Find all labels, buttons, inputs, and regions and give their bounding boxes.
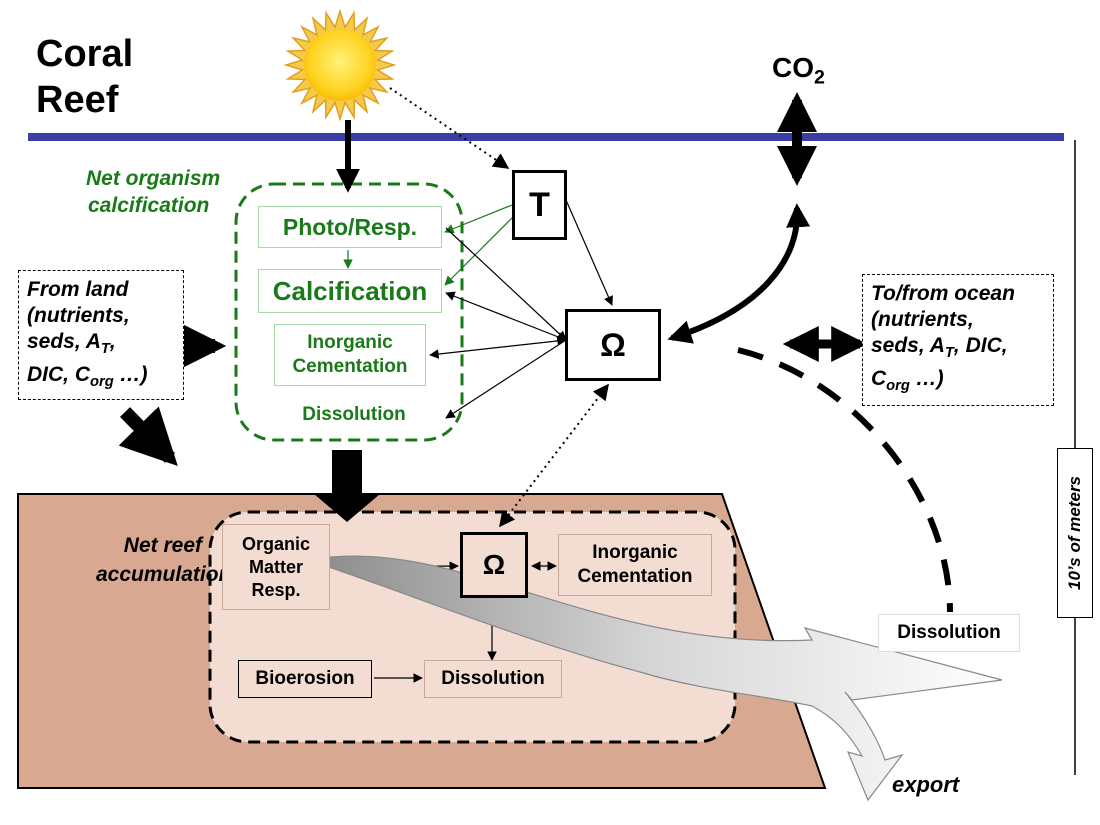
scale-bar-box: 10’s of meters <box>1057 448 1093 618</box>
omega-cementation-arrow <box>429 336 567 359</box>
omega-co2-curve-arrow <box>667 203 811 344</box>
temperature-box: T <box>512 170 567 240</box>
organic-matter-resp-box: Organic Matter Resp. <box>222 524 330 610</box>
t-to-photo-arrow <box>444 204 513 234</box>
co2-label: CO2 <box>772 52 825 89</box>
from-land-box: From land (nutrients, seds, AT, DIC, Cor… <box>18 270 184 400</box>
title-line-1: Coral <box>36 33 134 75</box>
omega-photo-arrow <box>445 227 567 341</box>
outer-dissolution-box: Dissolution <box>878 614 1020 652</box>
net-organism-calcification-region <box>234 182 464 442</box>
photo-resp-box: Photo/Resp. <box>258 206 442 248</box>
scale-label: 10’s of meters <box>1065 475 1084 591</box>
export-arrow <box>307 555 1003 802</box>
to-from-ocean-box: To/from ocean (nutrients, seds, AT, DIC,… <box>862 274 1054 406</box>
organism-inorganic-cementation-box: Inorganic Cementation <box>274 324 426 386</box>
omega-dissolution-arrow <box>445 339 567 419</box>
organism-dissolution-box: Dissolution <box>268 398 440 432</box>
organism-to-reef-arrowhead <box>314 494 380 522</box>
omega-calcification-arrow <box>445 291 567 342</box>
omega-box-upper: Ω <box>565 309 661 381</box>
net-reef-accumulation-label: Net reef accumulation <box>96 534 232 586</box>
title-line-2: Reef <box>36 79 119 121</box>
t-to-calcification-arrow <box>444 214 516 286</box>
sun-to-temperature-dotted-arrow <box>389 87 510 169</box>
t-to-omega-arrow <box>565 199 613 306</box>
calcification-box: Calcification <box>258 269 442 313</box>
omega-to-dissolution-dashed-curve <box>737 347 953 613</box>
reef-inorganic-cementation-box: Inorganic Cementation <box>558 534 712 596</box>
omega-box-lower: Ω <box>460 532 528 598</box>
from-land-to-reef-arrow <box>118 406 178 467</box>
bioerosion-box: Bioerosion <box>238 660 372 698</box>
net-organism-calcification-label: Net organism calcification <box>86 167 221 217</box>
sun-icon <box>283 8 397 122</box>
reef-dissolution-box: Dissolution <box>424 660 562 698</box>
export-label: export <box>892 772 960 797</box>
